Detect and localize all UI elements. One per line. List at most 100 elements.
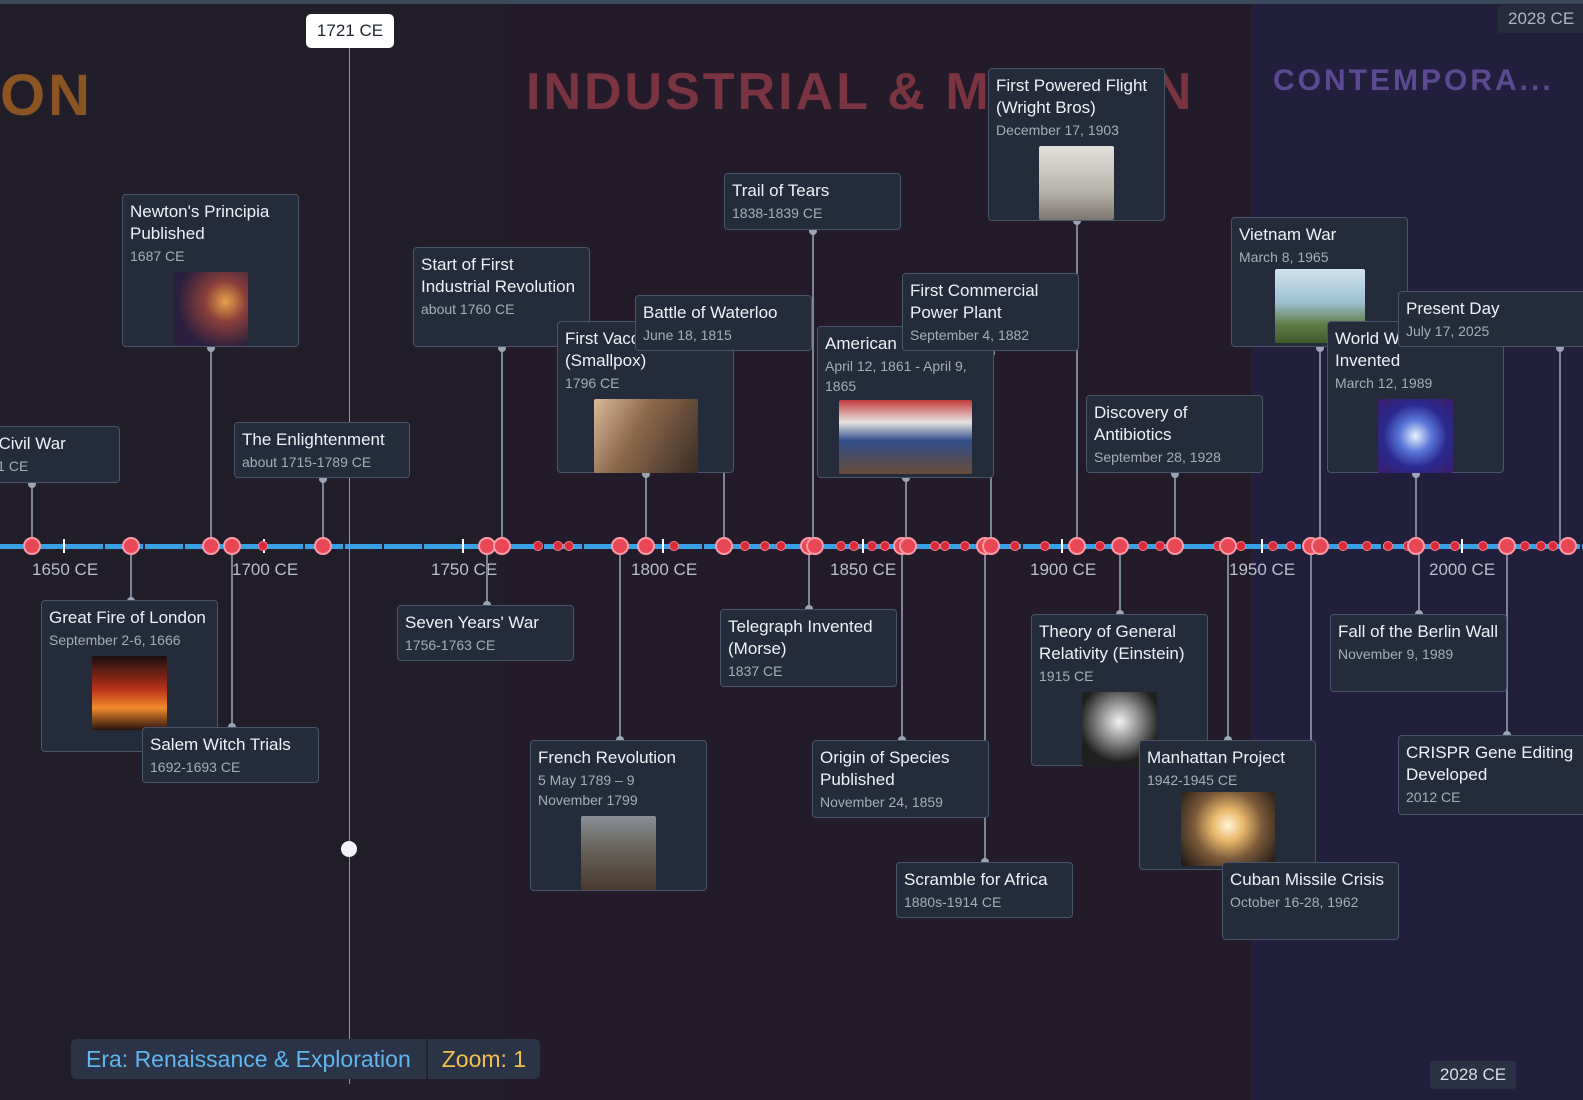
event-marker[interactable] [314, 537, 332, 555]
event-marker[interactable] [533, 541, 543, 551]
event-marker[interactable] [880, 541, 890, 551]
event-card-cuban-missile-crisis[interactable]: Cuban Missile Crisis October 16-28, 1962 [1222, 862, 1399, 940]
event-marker[interactable] [1166, 537, 1184, 555]
connector-dot [319, 475, 327, 483]
event-marker[interactable] [23, 537, 41, 555]
event-marker[interactable] [836, 541, 846, 551]
event-card-enlightenment[interactable]: The Enlightenment about 1715-1789 CE [234, 422, 410, 478]
event-marker[interactable] [715, 537, 733, 555]
cursor-drag-handle[interactable] [341, 841, 357, 857]
event-marker[interactable] [202, 537, 220, 555]
event-marker[interactable] [1268, 541, 1278, 551]
status-divider [425, 1039, 428, 1079]
event-marker[interactable] [1111, 537, 1129, 555]
event-marker[interactable] [637, 537, 655, 555]
event-title: Fall of the Berlin Wall [1338, 622, 1498, 641]
event-card-industrial-revolution[interactable]: Start of First Industrial Revolution abo… [413, 247, 590, 347]
event-card-great-fire-of-london[interactable]: Great Fire of London September 2-6, 1666 [41, 600, 218, 752]
event-card-battle-of-waterloo[interactable]: Battle of Waterloo June 18, 1815 [635, 295, 812, 351]
event-marker[interactable] [776, 541, 786, 551]
event-marker[interactable] [1068, 537, 1086, 555]
event-card-first-powered-flight[interactable]: First Powered Flight (Wright Bros) Decem… [988, 68, 1165, 221]
event-marker[interactable] [1219, 537, 1237, 555]
event-marker[interactable] [930, 541, 940, 551]
timeline-axis[interactable] [0, 544, 1583, 549]
event-card-telegraph-invented[interactable]: Telegraph Invented (Morse) 1837 CE [720, 609, 897, 687]
event-card-seven-years-war[interactable]: Seven Years' War 1756-1763 CE [397, 605, 574, 661]
event-marker[interactable] [1407, 537, 1425, 555]
event-marker[interactable] [1559, 537, 1577, 555]
axis-tick [462, 539, 464, 553]
event-marker[interactable] [960, 541, 970, 551]
event-marker[interactable] [1498, 537, 1516, 555]
event-marker[interactable] [1311, 537, 1329, 555]
event-marker[interactable] [1286, 541, 1296, 551]
event-card-discovery-of-antibiotics[interactable]: Discovery of Antibiotics September 28, 1… [1086, 395, 1263, 473]
axis-tick [63, 539, 65, 553]
event-marker[interactable] [1338, 541, 1348, 551]
event-card-origin-of-species[interactable]: Origin of Species Published November 24,… [812, 740, 989, 818]
event-marker[interactable] [1138, 541, 1148, 551]
event-marker[interactable] [1478, 541, 1488, 551]
event-card-manhattan-project[interactable]: Manhattan Project 1942-1945 CE [1139, 740, 1316, 870]
event-marker[interactable] [1520, 541, 1530, 551]
event-title: Trail of Tears [732, 181, 830, 200]
event-marker[interactable] [1548, 541, 1558, 551]
event-marker[interactable] [553, 541, 563, 551]
event-card-newtons-principia[interactable]: Newton's Principia Published 1687 CE [122, 194, 299, 347]
event-marker[interactable] [1383, 541, 1393, 551]
event-title: Theory of General Relativity (Einstein) [1039, 622, 1185, 663]
event-marker[interactable] [611, 537, 629, 555]
event-marker[interactable] [1536, 541, 1546, 551]
year-label: 2000 CE [1429, 560, 1496, 579]
connector-dot [1556, 344, 1564, 352]
event-marker[interactable] [940, 541, 950, 551]
event-card-salem-witch-trials[interactable]: Salem Witch Trials 1692-1693 CE [142, 727, 319, 783]
event-card-american-civil-war[interactable]: American Civil War April 12, 1861 - Apri… [817, 326, 994, 478]
event-card-french-revolution[interactable]: French Revolution 5 May 1789 – 9 Novembe… [530, 740, 707, 891]
event-marker[interactable] [982, 537, 1000, 555]
event-marker[interactable] [1010, 541, 1020, 551]
event-marker[interactable] [740, 541, 750, 551]
event-card-trail-of-tears[interactable]: Trail of Tears 1838-1839 CE [724, 173, 901, 230]
event-marker[interactable] [258, 541, 268, 551]
top-border [0, 0, 1583, 4]
event-card-general-relativity[interactable]: Theory of General Relativity (Einstein) … [1031, 614, 1208, 766]
event-marker[interactable] [564, 541, 574, 551]
event-marker[interactable] [493, 537, 511, 555]
event-card-english-civil-war[interactable]: English Civil War 1642-1651 CE [0, 426, 120, 483]
event-marker[interactable] [1362, 541, 1372, 551]
year-label: 1950 CE [1229, 560, 1296, 579]
axis-tick [542, 541, 544, 551]
connector [130, 549, 132, 601]
event-marker[interactable] [760, 541, 770, 551]
axis-tick [1381, 541, 1383, 551]
event-date: June 18, 1815 [643, 327, 732, 343]
event-marker[interactable] [1430, 541, 1440, 551]
event-date: 1692-1693 CE [150, 759, 241, 775]
event-marker[interactable] [122, 537, 140, 555]
event-marker[interactable] [849, 541, 859, 551]
event-marker[interactable] [1095, 541, 1105, 551]
event-marker[interactable] [223, 537, 241, 555]
connector [1415, 474, 1417, 544]
event-card-crispr[interactable]: CRISPR Gene Editing Developed 2012 CE [1398, 735, 1583, 815]
connector-dot [207, 344, 215, 352]
event-marker[interactable] [1236, 541, 1246, 551]
event-marker[interactable] [1155, 541, 1165, 551]
event-card-first-commercial-power-plant[interactable]: First Commercial Power Plant September 4… [902, 273, 1079, 351]
event-marker[interactable] [1450, 541, 1460, 551]
connector [31, 484, 33, 544]
event-marker[interactable] [806, 537, 824, 555]
connector [210, 348, 212, 544]
event-card-fall-of-berlin-wall[interactable]: Fall of the Berlin Wall November 9, 1989 [1330, 614, 1507, 692]
event-card-present-day[interactable]: Present Day July 17, 2025 [1398, 291, 1583, 347]
event-date: 1796 CE [565, 375, 620, 391]
revolution-painting-image [581, 816, 656, 890]
event-card-scramble-for-africa[interactable]: Scramble for Africa 1880s-1914 CE [896, 862, 1073, 918]
event-marker[interactable] [1040, 541, 1050, 551]
event-marker[interactable] [867, 541, 877, 551]
event-marker[interactable] [899, 537, 917, 555]
year-label: 1850 CE [830, 560, 897, 579]
event-marker[interactable] [669, 541, 679, 551]
